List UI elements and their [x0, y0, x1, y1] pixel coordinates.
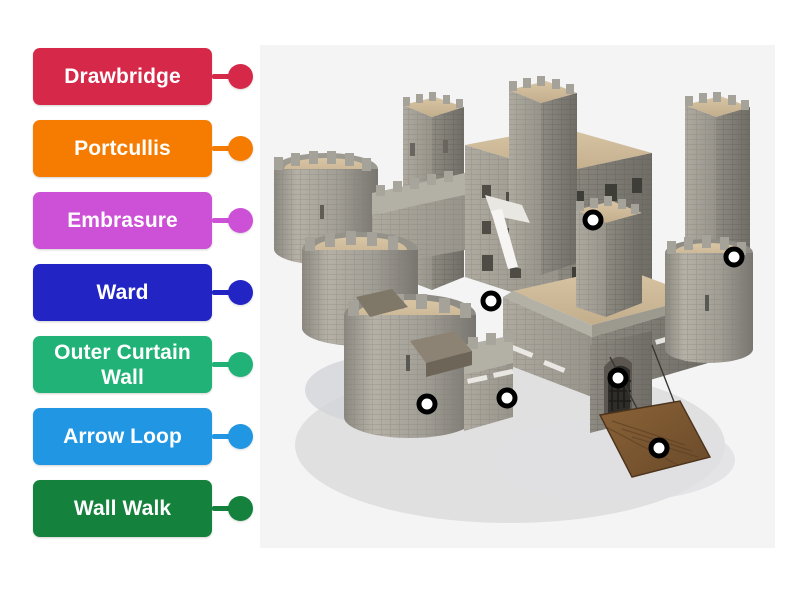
marker-outer-curtain-wall[interactable]: [416, 393, 438, 415]
connector-dot-drawbridge[interactable]: [228, 64, 253, 89]
label-chip-embrasure[interactable]: Embrasure: [33, 192, 212, 249]
marker-tower-top[interactable]: [723, 246, 745, 268]
castle-image-panel[interactable]: [260, 45, 775, 548]
connector-line-drawbridge: [212, 74, 238, 79]
label-row-ward[interactable]: Ward: [33, 264, 253, 321]
connector-dot-ward[interactable]: [228, 280, 253, 305]
label-row-arrow-loop[interactable]: Arrow Loop: [33, 408, 253, 465]
label-row-portcullis[interactable]: Portcullis: [33, 120, 253, 177]
label-chip-arrow-loop[interactable]: Arrow Loop: [33, 408, 212, 465]
label-row-embrasure[interactable]: Embrasure: [33, 192, 253, 249]
label-chip-outer-curtain-wall[interactable]: Outer Curtain Wall: [33, 336, 212, 393]
connector-line-embrasure: [212, 218, 238, 223]
marker-arrow-loop[interactable]: [496, 387, 518, 409]
connector-line-wall-walk: [212, 506, 238, 511]
label-row-wall-walk[interactable]: Wall Walk: [33, 480, 253, 537]
label-row-outer-curtain-wall[interactable]: Outer Curtain Wall: [33, 336, 253, 393]
connector-line-outer-curtain-wall: [212, 362, 238, 367]
marker-wall-walk-upper[interactable]: [582, 209, 604, 231]
connector-dot-outer-curtain-wall[interactable]: [228, 352, 253, 377]
marker-portcullis[interactable]: [607, 367, 629, 389]
connector-dot-wall-walk[interactable]: [228, 496, 253, 521]
connector-dot-arrow-loop[interactable]: [228, 424, 253, 449]
castle-drawing: [274, 76, 753, 523]
label-row-drawbridge[interactable]: Drawbridge: [33, 48, 253, 105]
label-chip-wall-walk[interactable]: Wall Walk: [33, 480, 212, 537]
connector-dot-portcullis[interactable]: [228, 136, 253, 161]
connector-line-arrow-loop: [212, 434, 238, 439]
label-chip-portcullis[interactable]: Portcullis: [33, 120, 212, 177]
label-chip-ward[interactable]: Ward: [33, 264, 212, 321]
label-chip-drawbridge[interactable]: Drawbridge: [33, 48, 212, 105]
connector-line-portcullis: [212, 146, 238, 151]
castle-illustration: [260, 45, 775, 548]
marker-ward[interactable]: [480, 290, 502, 312]
connector-dot-embrasure[interactable]: [228, 208, 253, 233]
connector-line-ward: [212, 290, 238, 295]
marker-drawbridge[interactable]: [648, 437, 670, 459]
